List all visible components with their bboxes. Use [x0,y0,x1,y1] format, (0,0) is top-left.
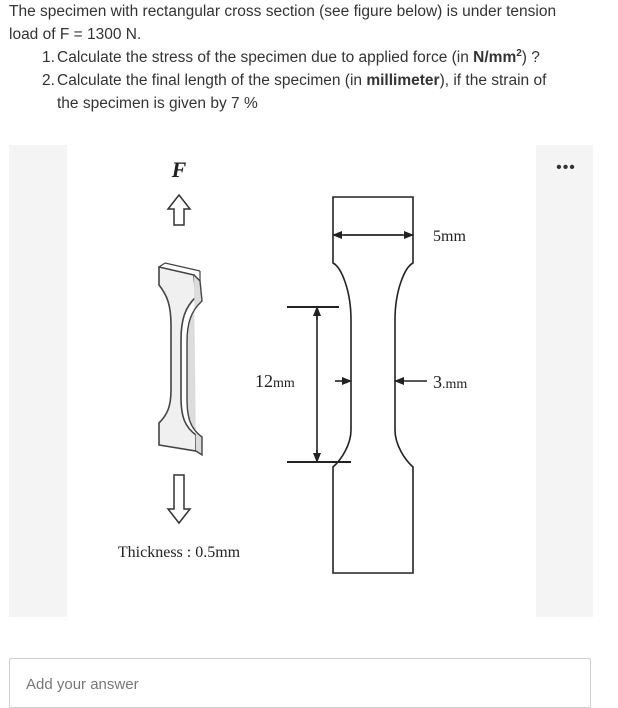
down-arrow-icon [166,474,192,525]
question-item-unit: N/mm [473,49,517,66]
question-item-number: 1. [42,49,55,66]
neck-dimension-value: 3 [433,372,442,392]
question-intro-line-1: The specimen with rectangular cross sect… [9,3,557,20]
question-list: 1. Calculate the stress of the specimen … [9,46,609,115]
specimen-3d-sketch [158,262,203,457]
question-item-unit-exponent: 2 [516,47,522,59]
dogbone-specimen-outline [332,196,414,574]
question-item-text-line2: the specimen is given by 7 % [57,95,258,112]
question-item-length: 2. Calculate the final length of the spe… [9,69,609,115]
question-intro-line-2: load of F = 1300 N. [9,26,142,43]
figure-container: F Thickness : 0.5mm 5mm [9,145,593,617]
length-dimension-value: 12 [255,371,273,391]
more-options-button[interactable]: ••• [547,157,585,179]
question-item-text-end: ), if the strain of [439,72,547,89]
ellipsis-icon: ••• [556,159,576,176]
question-text: The specimen with rectangular cross sect… [9,0,609,115]
length-dimension [287,306,351,463]
question-item-number: 2. [42,72,55,89]
thickness-label: Thickness : 0.5mm [118,544,241,561]
length-dimension-unit: mm [273,376,295,391]
neck-dimension-label: 3.mm [433,372,467,392]
answer-box[interactable] [9,658,591,708]
width-dimension-label: 5mm [433,228,466,245]
question-item-unit: millimeter [366,72,440,89]
answer-input[interactable] [24,671,568,697]
question-item-stress: 1. Calculate the stress of the specimen … [9,46,609,69]
neck-dimension-unit: .mm [442,377,467,392]
up-arrow-icon [166,193,192,226]
question-item-text: Calculate the final length of the specim… [57,72,367,89]
figure-right-pane [536,145,593,617]
figure-left-pane [9,145,67,617]
force-label: F [171,157,187,182]
length-dimension-label: 12mm [255,371,295,391]
question-item-text: Calculate the stress of the specimen due… [57,49,474,66]
question-item-text-end: ) ? [521,49,540,66]
specimen-figure: F Thickness : 0.5mm 5mm [118,157,467,574]
